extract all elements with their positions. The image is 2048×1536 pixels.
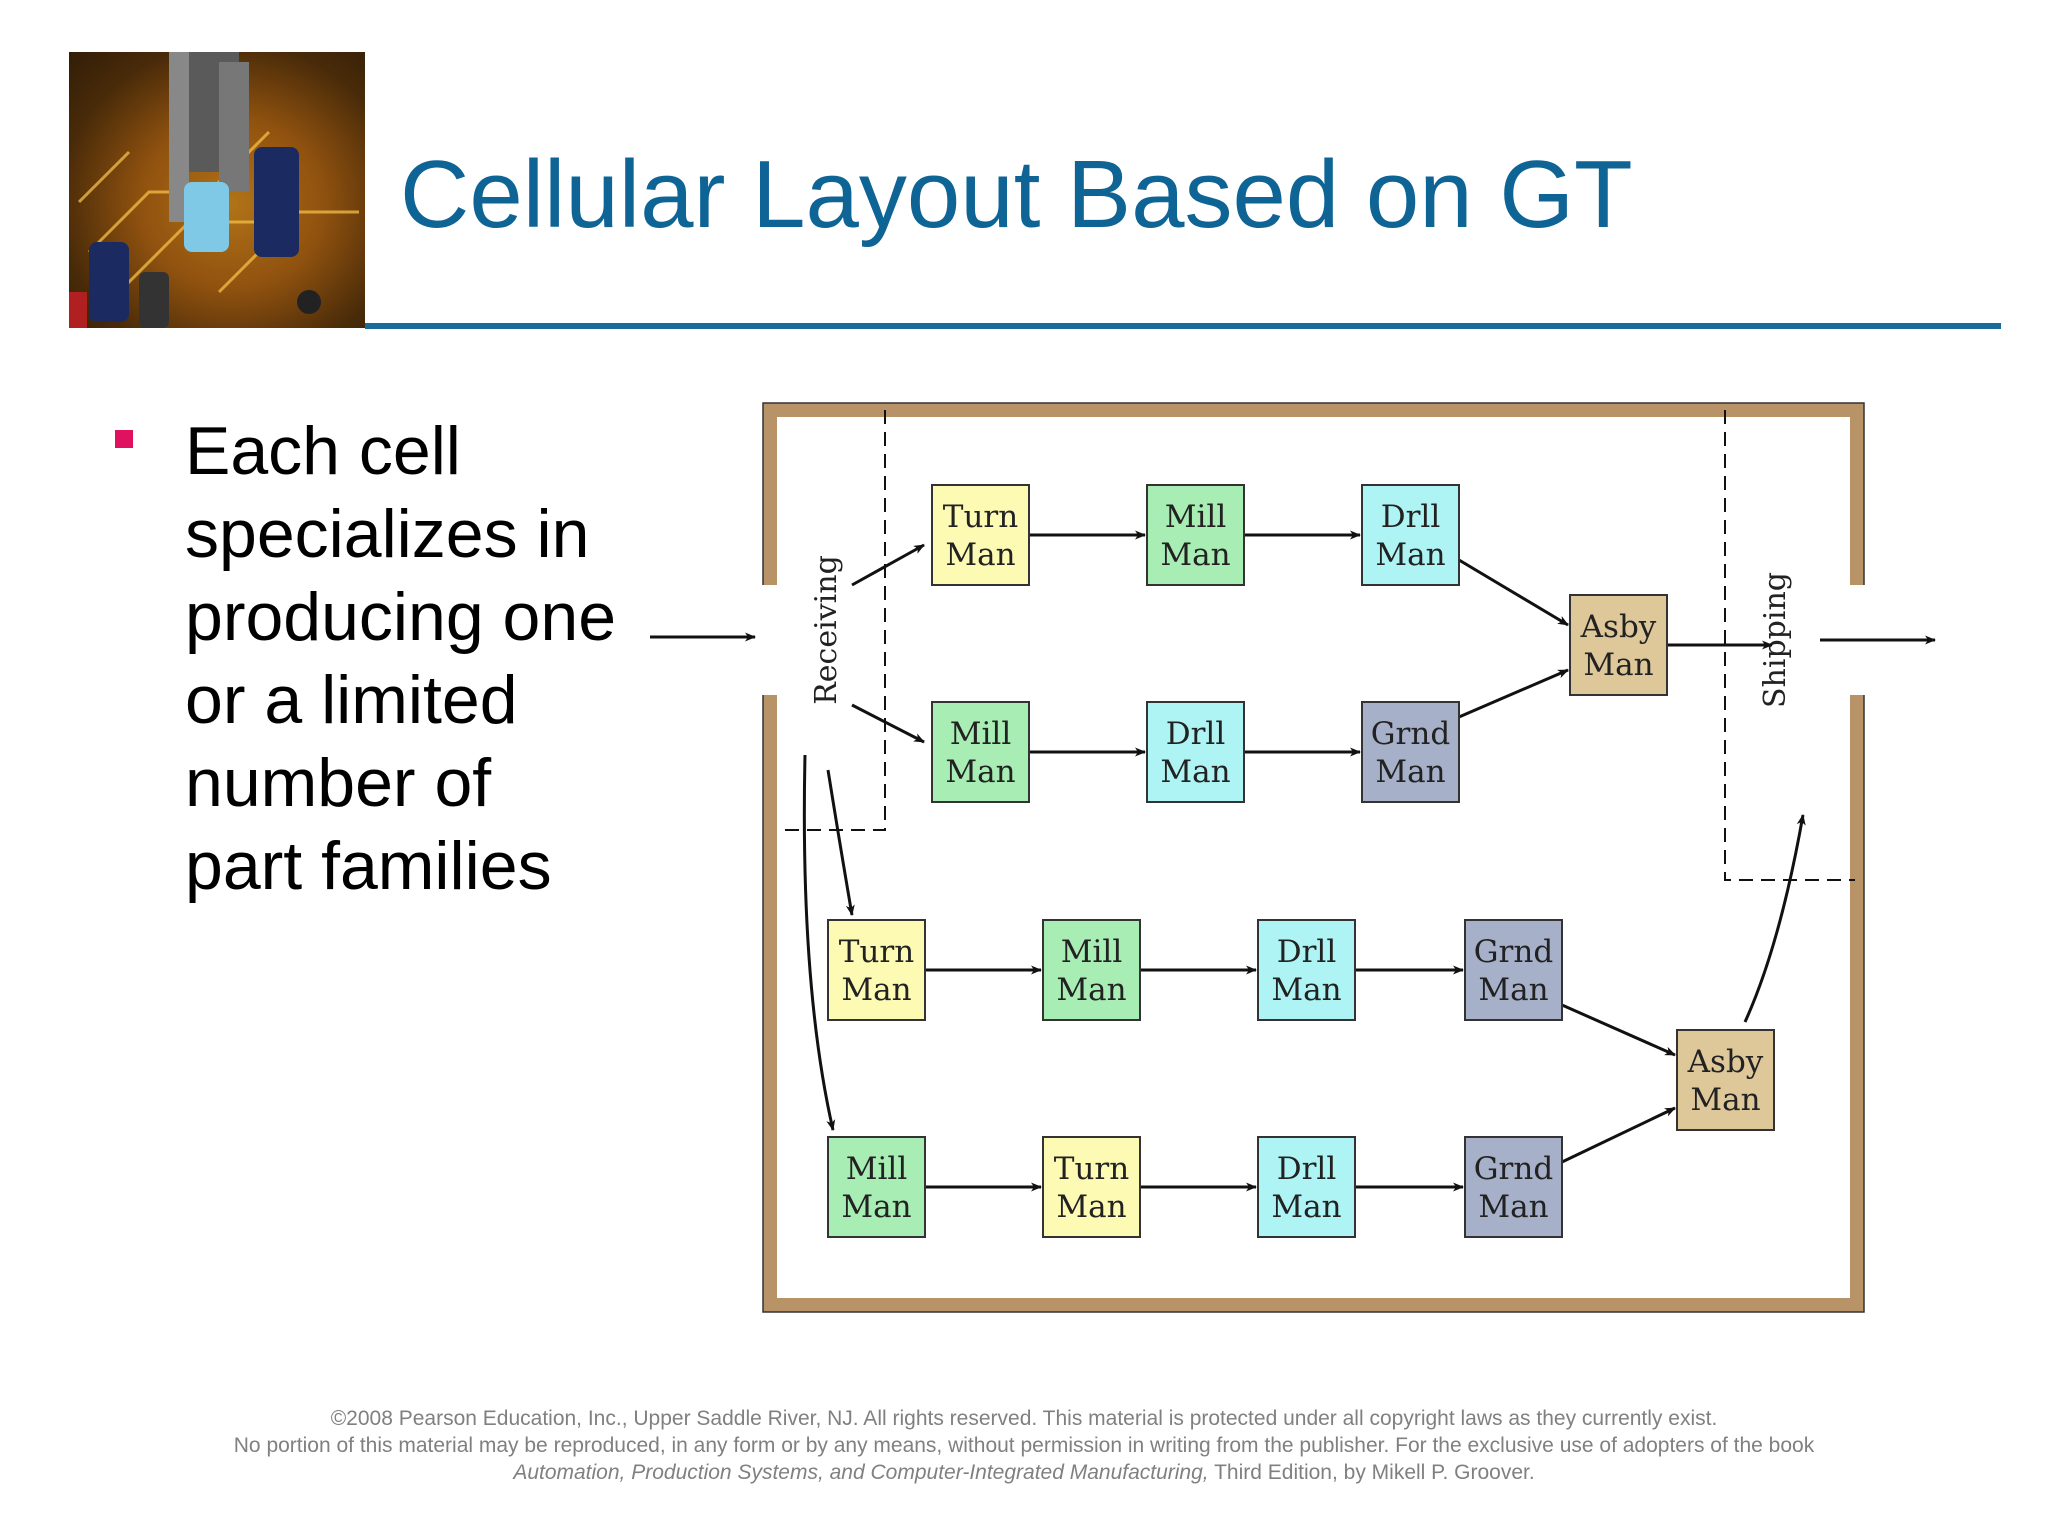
cell-3-machine-2-mill-label-2: Man	[1056, 972, 1126, 1008]
receiving-zone-boundary	[780, 410, 886, 831]
cell-4-machine-2-turn-label-2: Man	[1056, 1189, 1126, 1225]
shipping-label: Shipping	[1758, 572, 1793, 708]
cell-4-machine-2-turn-label-1: Turn	[1054, 1151, 1129, 1187]
cell-4-machine-1-mill-label-1: Mill	[846, 1151, 908, 1187]
cellular-layout-diagram: Receiving Shipping TurnManMillManDrllMan…	[650, 402, 1936, 1313]
cell-4-machine-3-drll-label-2: Man	[1271, 1189, 1341, 1225]
cell-1-to-asby-1-arrow	[1458, 558, 1569, 627]
receiving-label: Receiving	[809, 555, 844, 705]
asby2-to-shipping-arrow	[1743, 814, 1806, 1023]
assembly-2-asby-label-1: Asby	[1687, 1044, 1764, 1080]
cell-2-machine-2-drll-label-1: Drll	[1166, 716, 1226, 752]
cell-1-machine-1-turn-label-1: Turn	[943, 499, 1018, 535]
cell-1-machine-3-drll-label-2: Man	[1375, 537, 1445, 573]
cell-1-machine-2-mill-rect	[1146, 484, 1245, 586]
copyright-footer: ©2008 Pearson Education, Inc., Upper Sad…	[0, 1405, 2048, 1486]
cell-3-machine-4-grnd-label-2: Man	[1478, 972, 1548, 1008]
cell-4-machine-4-grnd-rect	[1464, 1136, 1563, 1238]
cell-1-machine-3-drll-rect	[1361, 484, 1460, 586]
title-underline	[365, 323, 2001, 329]
cell-4-to-asby-2-arrow	[1561, 1106, 1676, 1164]
assembly-2-asby-label-2: Man	[1690, 1082, 1760, 1118]
assembly-1-asby-label-1: Asby	[1580, 609, 1657, 645]
footer-line-3: Automation, Production Systems, and Comp…	[0, 1459, 2048, 1486]
cell-4-machine-3-drll-label-1: Drll	[1277, 1151, 1337, 1187]
assembly-2-asby-rect	[1676, 1029, 1775, 1131]
cell-3-machine-2-mill-label-1: Mill	[1061, 934, 1123, 970]
cell-1-machine-1-turn-rect	[931, 484, 1030, 586]
cell-2-machine-1-mill-label-2: Man	[945, 754, 1015, 790]
receiving-to-cell2-arrow	[851, 703, 925, 744]
bullet-marker	[115, 430, 133, 448]
cell-4-machine-1-mill-label-2: Man	[841, 1189, 911, 1225]
cell-2-machine-2-drll-rect	[1146, 701, 1245, 803]
cell-1-machine-1-turn-label-2: Man	[945, 537, 1015, 573]
cell-3-machine-3-drll-rect	[1257, 919, 1356, 1021]
cell-2-machine-1-mill-label-1: Mill	[950, 716, 1012, 752]
assembly-1-asby-label-2: Man	[1583, 647, 1653, 683]
cell-4-machine-1-mill-rect	[827, 1136, 926, 1238]
south-wall	[763, 695, 1864, 1312]
cell-4-machine-2-turn-rect	[1042, 1136, 1141, 1238]
assembly-1-asby-rect	[1569, 594, 1668, 696]
circuit-board-photo	[69, 52, 365, 328]
cell-3-machine-3-drll-label-2: Man	[1271, 972, 1341, 1008]
south-wall-outer-edge	[762, 695, 1865, 1313]
shipping-zone-boundary	[1724, 410, 1855, 881]
cell-3-machine-4-grnd-rect	[1464, 919, 1563, 1021]
cell-3-machine-1-turn-label-1: Turn	[839, 934, 914, 970]
cell-2-machine-3-grnd-label-1: Grnd	[1371, 716, 1450, 752]
cell-4-machine-4-grnd-label-1: Grnd	[1474, 1151, 1553, 1187]
cell-2-machine-3-grnd-label-2: Man	[1375, 754, 1445, 790]
receiving-to-cell3-arrow	[826, 769, 855, 916]
cell-2-machine-2-drll-label-2: Man	[1160, 754, 1230, 790]
cell-2-machine-1-mill-rect	[931, 701, 1030, 803]
cell-3-machine-2-mill-rect	[1042, 919, 1141, 1021]
footer-line-1: ©2008 Pearson Education, Inc., Upper Sad…	[330, 1407, 1718, 1430]
north-wall	[763, 403, 1864, 585]
cell-1-machine-2-mill-label-1: Mill	[1165, 499, 1227, 535]
cell-3-machine-1-turn-rect	[827, 919, 926, 1021]
footer-line-2: No portion of this material may be repro…	[233, 1434, 1815, 1457]
cell-2-to-asby-1-arrow	[1458, 668, 1569, 719]
cell-4-machine-3-drll-rect	[1257, 1136, 1356, 1238]
cell-3-machine-1-turn-label-2: Man	[841, 972, 911, 1008]
cell-1-machine-2-mill-label-2: Man	[1160, 537, 1230, 573]
cell-1-machine-3-drll-label-1: Drll	[1381, 499, 1441, 535]
receiving-to-cell4-arrow	[802, 754, 836, 1131]
book-edition: Third Edition, by Mikell P. Groover.	[1208, 1461, 1535, 1484]
cell-4-machine-4-grnd-label-2: Man	[1478, 1189, 1548, 1225]
cell-3-machine-4-grnd-label-1: Grnd	[1474, 934, 1553, 970]
cell-3-machine-3-drll-label-1: Drll	[1277, 934, 1337, 970]
cell-3-to-asby-2-arrow	[1561, 1003, 1676, 1057]
receiving-to-cell1-arrow	[851, 543, 925, 587]
cell-2-machine-3-grnd-rect	[1361, 701, 1460, 803]
slide-title: Cellular Layout Based on GT	[400, 141, 1633, 248]
bullet-text: Each cell specializes in producing one o…	[185, 413, 617, 904]
north-wall-outer-edge	[762, 402, 1865, 585]
factory-walls	[763, 403, 1864, 1312]
book-title: Automation, Production Systems, and Comp…	[513, 1461, 1209, 1484]
